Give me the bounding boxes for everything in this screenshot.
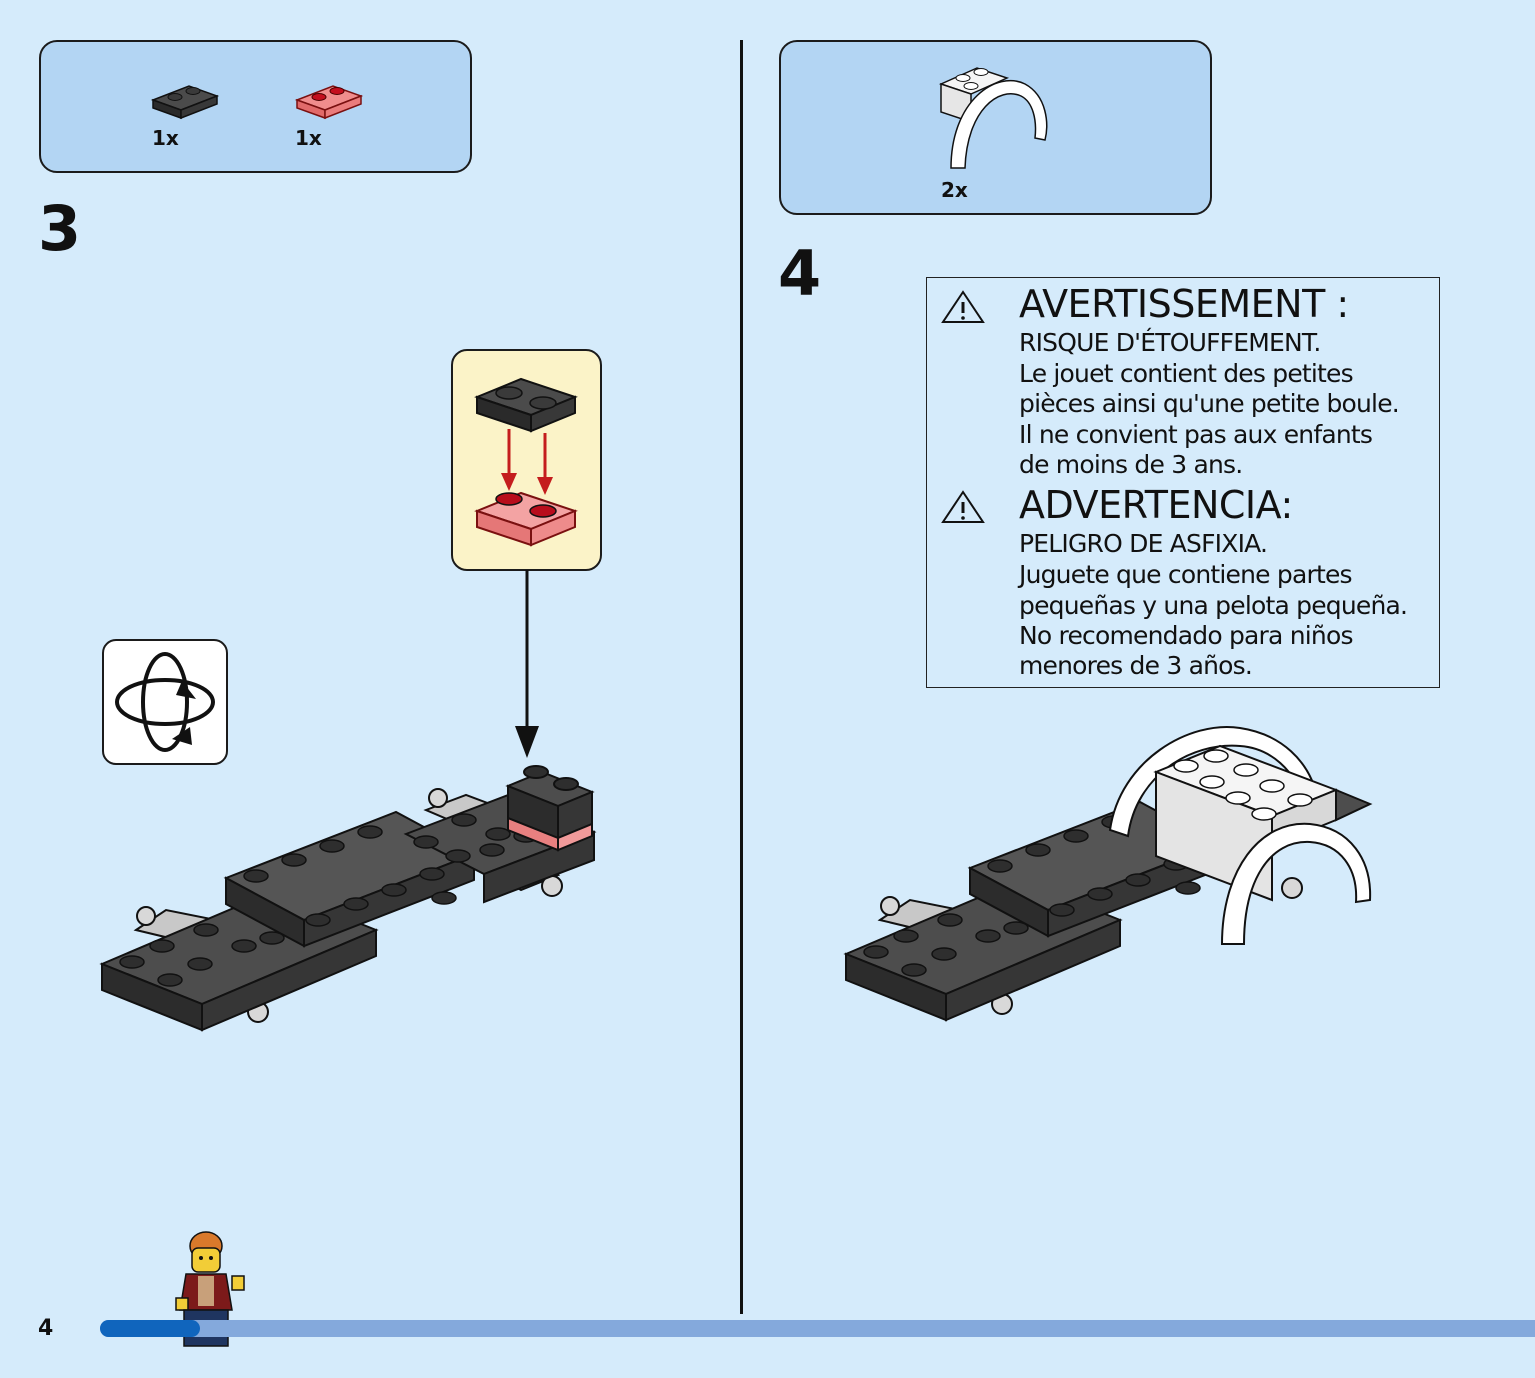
warning-triangle-icon xyxy=(941,290,985,323)
chassis-model-step3 xyxy=(99,765,597,1032)
subassembly-callout xyxy=(451,349,602,571)
build-progress-bar xyxy=(100,1320,1535,1337)
callout-arrow-icon xyxy=(515,570,539,758)
step4-parts-list: 2x xyxy=(779,40,1212,215)
warning-text-es: pequeñas y una pelota pequeña. xyxy=(1019,591,1408,620)
warning-text-fr: Il ne convient pas aux enfants xyxy=(1019,420,1373,449)
warning-text-es: menores de 3 años. xyxy=(1019,651,1253,680)
chassis-model-step4 xyxy=(843,726,1373,1022)
step3-parts-list: 1x 1x xyxy=(39,40,472,173)
warning-text-fr: pièces ainsi qu'une petite boule. xyxy=(1019,389,1400,418)
part-quantity: 1x xyxy=(152,126,179,150)
rotate-icon xyxy=(115,652,215,752)
step-number-3: 3 xyxy=(38,192,82,265)
warning-subtitle-fr: RISQUE D'ÉTOUFFEMENT. xyxy=(1019,328,1321,357)
rotate-model-indicator xyxy=(102,639,228,765)
warning-title-es: ADVERTENCIA: xyxy=(1019,483,1293,527)
black-plate-1x2-icon xyxy=(150,85,220,120)
choking-hazard-warning: AVERTISSEMENT : RISQUE D'ÉTOUFFEMENT. Le… xyxy=(926,277,1440,688)
part-quantity: 2x xyxy=(941,178,968,202)
page-number: 4 xyxy=(38,1316,54,1341)
warning-text-fr: de moins de 3 ans. xyxy=(1019,450,1243,479)
warning-text-fr: Le jouet contient des petites xyxy=(1019,359,1354,388)
plate-stacking-icon xyxy=(474,377,578,547)
trans-red-plate-1x2-icon xyxy=(294,85,364,120)
warning-text-es: No recomendado para niños xyxy=(1019,621,1353,650)
step-divider xyxy=(740,40,743,1314)
part-quantity: 1x xyxy=(295,126,322,150)
warning-subtitle-es: PELIGRO DE ASFIXIA. xyxy=(1019,529,1268,558)
warning-triangle-icon xyxy=(941,490,985,523)
build-progress-fill xyxy=(100,1320,201,1337)
warning-title-fr: AVERTISSEMENT : xyxy=(1019,282,1349,326)
white-wheel-arch-icon xyxy=(938,67,1048,169)
warning-text-es: Juguete que contiene partes xyxy=(1019,560,1353,589)
step-number-4: 4 xyxy=(778,237,822,310)
